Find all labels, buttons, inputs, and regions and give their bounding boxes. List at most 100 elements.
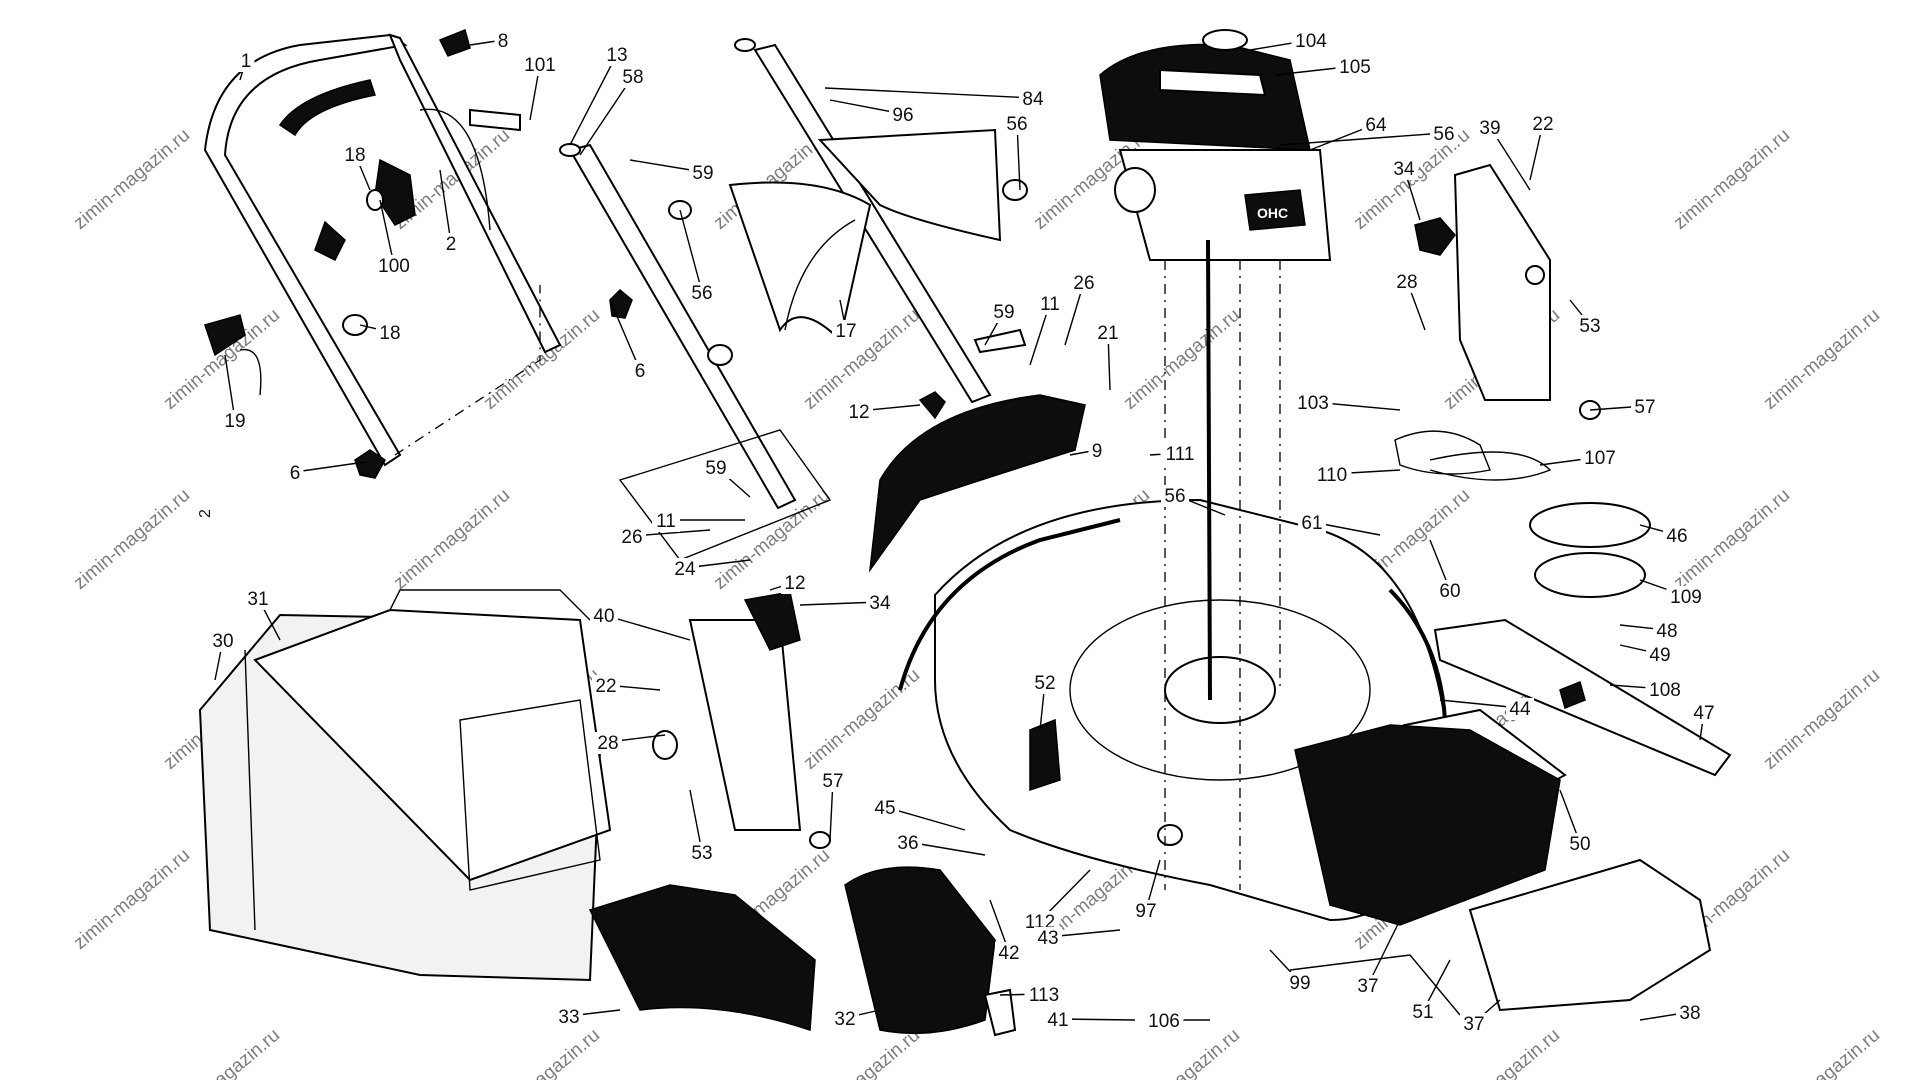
engine: OHC — [1099, 29, 1332, 890]
callout-background — [995, 942, 1023, 964]
callout-background — [1529, 113, 1557, 135]
part-callout: 96 — [892, 105, 913, 126]
callout-background — [1409, 1001, 1437, 1023]
watermark-text: zimin-magazin.ru — [70, 845, 194, 954]
part-callout: 9 — [1092, 441, 1103, 462]
part-callout: 1 — [241, 51, 252, 72]
part-callout: 56 — [691, 283, 712, 304]
callout-background — [1580, 447, 1620, 469]
callout-background — [832, 320, 860, 342]
part-callout: 45 — [874, 798, 895, 819]
leader-line — [679, 209, 703, 293]
watermark-text: zimin-magazin.ru — [1120, 1025, 1244, 1080]
callout-background — [689, 162, 717, 184]
watermark-text: zimin-magazin.ru — [390, 485, 514, 594]
part-callout: 61 — [1301, 513, 1322, 534]
part-callout: 59 — [692, 163, 713, 184]
leader-line — [439, 169, 452, 244]
callout-background — [1663, 525, 1691, 547]
callout-background — [1132, 900, 1160, 922]
watermark-text: zimin-magazin.ru — [1440, 1025, 1564, 1080]
part-callout: 48 — [1656, 621, 1677, 642]
part-callout: 52 — [1034, 673, 1055, 694]
callout-background — [594, 732, 622, 754]
callout-background — [781, 572, 809, 594]
part-callout: 51 — [1412, 1002, 1433, 1023]
part-callout: 46 — [1666, 526, 1687, 547]
callout-background — [376, 322, 404, 344]
part-callout: 11 — [656, 511, 676, 532]
watermark-text: zimin-magazin.ru — [1760, 665, 1884, 774]
part-callout: 40 — [593, 606, 614, 627]
leader-line — [579, 75, 634, 156]
callout-background — [555, 1006, 583, 1028]
watermark-text: zimin-magazin.ru — [1760, 1025, 1884, 1080]
part-callout: 105 — [1339, 57, 1371, 78]
part-callout: 11 — [1040, 294, 1060, 315]
part-callout: 53 — [1579, 316, 1600, 337]
callout-background — [341, 144, 369, 166]
callout-background — [1631, 396, 1659, 418]
part-callout: 22 — [1532, 114, 1553, 135]
callout-background — [1019, 88, 1047, 110]
part-callout: 17 — [835, 321, 856, 342]
watermark-text: zimin-magazin.ru — [800, 665, 924, 774]
part-callout: 12 — [784, 573, 805, 594]
callout-background — [1576, 315, 1604, 337]
callout-background — [1566, 833, 1594, 855]
part-callout: 56 — [1433, 124, 1454, 145]
callout-background — [819, 770, 847, 792]
callout-background — [237, 50, 255, 72]
part-callout: 37 — [1463, 1014, 1484, 1035]
part-callout: 26 — [1073, 273, 1094, 294]
callout-background — [590, 605, 618, 627]
part-callout: 59 — [705, 458, 726, 479]
callout-background — [221, 410, 249, 432]
watermark-text: zimin-magazin.ru — [1760, 305, 1884, 414]
part-callout: 13 — [606, 45, 627, 66]
callout-background — [1646, 644, 1674, 666]
leader-line — [1279, 132, 1445, 146]
part-callout: 97 — [1135, 901, 1156, 922]
watermark-text: zimin-magazin.ru — [1120, 305, 1244, 414]
part-callout: 24 — [674, 559, 696, 580]
part-callout: 99 — [1289, 973, 1310, 994]
part-callout: 31 — [247, 589, 268, 610]
watermark-text: zimin-magazin.ru — [1670, 125, 1794, 234]
callout-background — [1088, 440, 1106, 462]
part-callout: 64 — [1365, 115, 1387, 136]
leader-line — [379, 199, 395, 266]
right-bracket — [1414, 163, 1601, 420]
callout-background — [866, 592, 894, 614]
callout-background — [1666, 586, 1706, 608]
part-callout: 113 — [1029, 985, 1059, 1006]
lower-handle — [559, 38, 1028, 510]
watermark-text: zimin-magazin.ru — [480, 1025, 604, 1080]
part-callout: 6 — [290, 463, 301, 484]
part-callout: 8 — [498, 31, 509, 52]
part-callout: 56 — [1006, 114, 1027, 135]
underside-cover — [1468, 858, 1712, 1012]
callout-background — [442, 233, 460, 255]
part-callout: 42 — [998, 943, 1019, 964]
watermark-text: zimin-magazin.ru — [70, 485, 194, 594]
part-callout: 21 — [1097, 323, 1118, 344]
callout-background — [1354, 975, 1382, 997]
callout-background — [1293, 392, 1333, 414]
watermark-text: zimin-magazin.ru — [160, 1025, 284, 1080]
rear-deflector — [618, 394, 1086, 849]
leader-line — [1367, 919, 1401, 986]
side-mark: 2 — [197, 509, 214, 518]
part-callout: 36 — [897, 833, 918, 854]
callout-background — [1476, 117, 1504, 139]
part-callout: 84 — [1022, 89, 1044, 110]
callout-background — [1335, 56, 1375, 78]
callout-background — [1036, 293, 1064, 315]
callout-background — [845, 401, 873, 423]
callout-background — [1653, 620, 1681, 642]
callout-background — [1393, 271, 1421, 293]
callout-background — [1362, 114, 1390, 136]
callout-background — [1003, 113, 1031, 135]
